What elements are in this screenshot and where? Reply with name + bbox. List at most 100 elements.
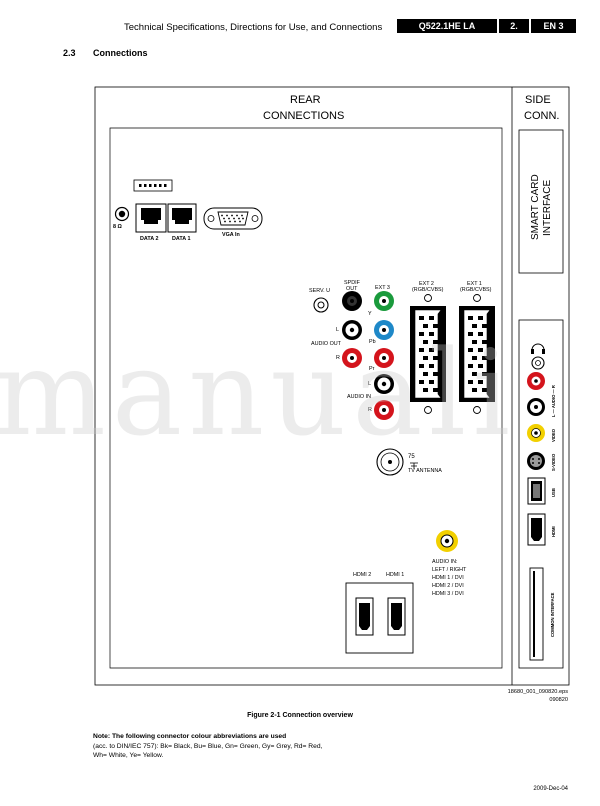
figure-file-ref: 18680_001_090820.eps [507, 689, 568, 695]
ext2-label-2: (RGB/CVBS) [412, 287, 444, 293]
ext2-label-1: EXT 2 [419, 281, 434, 287]
spdif-jack-icon [342, 291, 362, 311]
section-number: 2.3 [63, 48, 76, 58]
side-audio-r-jack-icon [527, 372, 545, 390]
service-jack-icon [313, 297, 329, 313]
scart-pin [482, 340, 487, 344]
scart-pin [433, 388, 438, 392]
side-panel [518, 319, 564, 669]
scart-pin [429, 380, 434, 384]
serv-label: SERV. U [309, 288, 330, 294]
footer-date: 2009-Dec-04 [533, 786, 568, 792]
scart-pin [419, 332, 424, 336]
scart-pin [482, 356, 487, 360]
audio-out-r-label: R [336, 355, 340, 361]
audio-in-r-label: R [368, 407, 372, 413]
scart-pin [419, 364, 424, 368]
ext3-pb-jack-icon [374, 320, 394, 340]
audio-out-l-label: L [336, 327, 339, 333]
side-svideo-jack-icon [527, 452, 545, 470]
note-block: Note: The following connector colour abb… [93, 732, 323, 761]
data2-label: DATA 2 [140, 236, 159, 242]
scart-pin [472, 372, 477, 376]
scart-pin [478, 348, 483, 352]
speaker-label: 8 Ω [113, 224, 122, 230]
ext3-pr-jack-icon [374, 348, 394, 368]
scart-pin [478, 364, 483, 368]
headphone-icon [531, 343, 545, 354]
spdif-label-2: OUT [346, 286, 358, 292]
scart-pin [482, 388, 487, 392]
scart-pin [468, 380, 473, 384]
side-heading-line2: CONN. [524, 110, 560, 122]
hdmi2-port-icon [355, 597, 374, 636]
pb-label: Pb [369, 339, 376, 345]
side-hdmi-port-icon [527, 513, 546, 546]
data1-port-icon [167, 203, 197, 233]
ext3-label: EXT 3 [375, 285, 390, 291]
scart-pin [468, 316, 473, 320]
side-audio-label: L — AUDIO — R [551, 385, 556, 417]
vga-label: VGA In [222, 232, 240, 238]
audio-in-dvi-line1: AUDIO IN: [432, 559, 458, 565]
scart-pin [419, 348, 424, 352]
antenna-jack-icon [376, 448, 418, 476]
scart-pin [478, 316, 483, 320]
scart-pin [429, 364, 434, 368]
ext2-scart-icon [410, 294, 446, 414]
y-label: Y [368, 311, 372, 317]
hdmi2-label: HDMI 2 [353, 572, 372, 578]
model-tag: Q522.1HE LA [397, 19, 497, 33]
figure-caption: Figure 2-1 Connection overview [247, 712, 353, 719]
header-title: Technical Specifications, Directions for… [124, 22, 383, 33]
scart-pin [482, 372, 487, 376]
side-video-label: VIDEO [551, 428, 556, 442]
data2-port-icon [135, 203, 167, 233]
smart-card-line1: SMART CARD [530, 174, 541, 240]
scart-pin [433, 324, 438, 328]
hdmi1-port-icon [387, 597, 406, 636]
smart-card-label: SMART CARD INTERFACE [530, 174, 554, 240]
side-hdmi-label: HDMI [551, 526, 556, 537]
side-video-jack-icon [527, 424, 545, 442]
note-heading: Note: The following connector colour abb… [93, 733, 287, 740]
common-interface-slot-icon [529, 567, 544, 661]
audio-in-r-jack-icon [374, 400, 394, 420]
scart-pin [419, 380, 424, 384]
audio-in-dvi-line5: HDMI 3 / DVI [432, 591, 464, 597]
ext1-scart-icon [459, 294, 495, 414]
scart-pin [423, 372, 428, 376]
scart-pin [429, 332, 434, 336]
scart-pin [433, 356, 438, 360]
audio-in-dvi-line3: HDMI 1 / DVI [432, 575, 464, 581]
scart-pin [433, 340, 438, 344]
audio-in-dvi-jack-icon [436, 530, 458, 552]
ext1-label-2: (RGB/CVBS) [460, 287, 492, 293]
scart-pin [429, 316, 434, 320]
smart-card-box [518, 129, 564, 274]
smart-card-line2: INTERFACE [542, 179, 553, 236]
audio-in-label: AUDIO IN [347, 394, 371, 400]
scart-pin [478, 380, 483, 384]
audio-in-l-jack-icon [374, 374, 394, 394]
antenna-ohm-label: 75 [408, 454, 415, 460]
scart-pin [468, 332, 473, 336]
audio-in-dvi-line4: HDMI 2 / DVI [432, 583, 464, 589]
scart-pin [429, 348, 434, 352]
scart-pin [472, 388, 477, 392]
scart-pin [423, 356, 428, 360]
scart-pin [419, 316, 424, 320]
scart-pin [472, 340, 477, 344]
pr-label: Pr [369, 366, 375, 372]
side-usb-port-icon [527, 477, 546, 505]
rear-heading-line1: REAR [290, 94, 321, 106]
audio-out-r-jack-icon [342, 348, 362, 368]
ext3-y-jack-icon [374, 291, 394, 311]
hdmi1-label: HDMI 1 [386, 572, 405, 578]
scart-pin [482, 324, 487, 328]
side-heading-line1: SIDE [525, 94, 551, 106]
speaker-jack-icon [114, 206, 130, 222]
scart-pin [468, 348, 473, 352]
audio-out-l-jack-icon [342, 320, 362, 340]
